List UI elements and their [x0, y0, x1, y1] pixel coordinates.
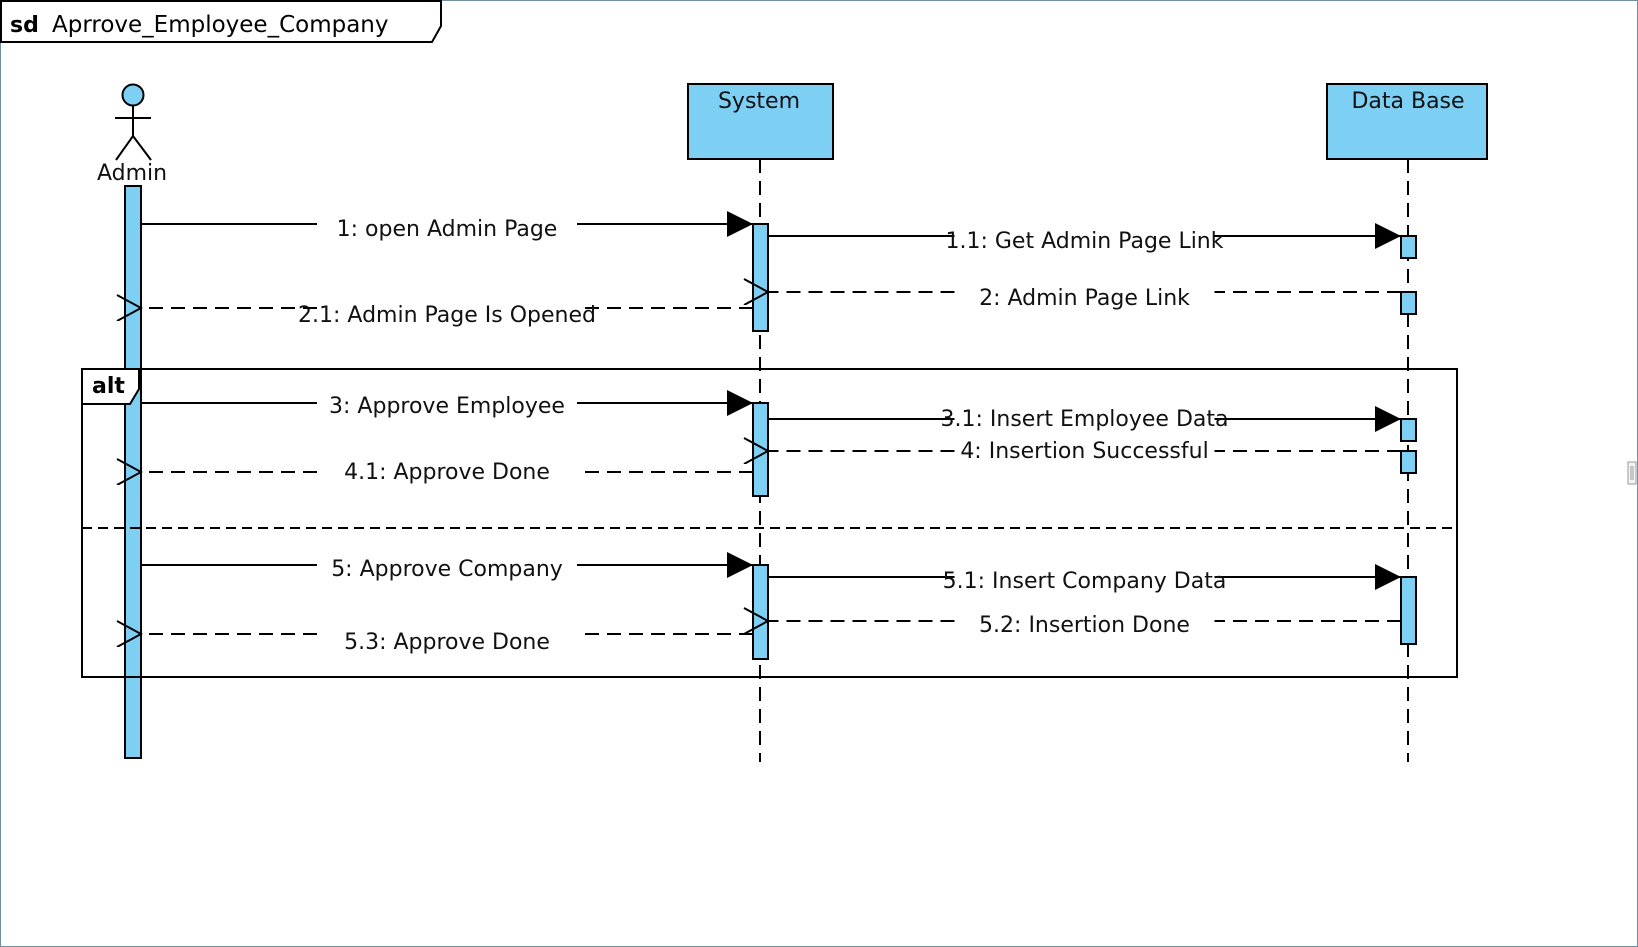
- activation-database-3: [1400, 418, 1417, 442]
- message-label: 4.1: Approve Done: [344, 460, 550, 485]
- activation-database-1: [1400, 235, 1417, 259]
- frame-tab: sd Aprrove_Employee_Company: [0, 0, 442, 43]
- message-label: 5.2: Insertion Done: [979, 613, 1190, 638]
- messages: 1: open Admin Page 1.1: Get Admin Page Li…: [141, 211, 1401, 655]
- actor-stick-figure-icon: [115, 83, 152, 161]
- lifeline-database[interactable]: Data Base: [1326, 83, 1488, 762]
- message-label: 5.3: Approve Done: [344, 630, 550, 655]
- message-call[interactable]: 1.1: Get Admin Page Link: [768, 223, 1401, 254]
- message-label: 1: open Admin Page: [337, 217, 558, 242]
- message-reply[interactable]: 2: Admin Page Link: [768, 286, 1401, 311]
- activation-system-2: [752, 402, 769, 497]
- message-reply[interactable]: 5.2: Insertion Done: [768, 613, 1401, 638]
- message-label: 2.1: Admin Page Is Opened: [298, 303, 596, 328]
- alt-fragment[interactable]: alt: [81, 368, 1458, 678]
- lifeline-admin[interactable]: Admin: [97, 83, 167, 759]
- alt-fragment-tab: [81, 368, 140, 405]
- message-reply[interactable]: 5.3: Approve Done: [141, 630, 753, 655]
- frame-keyword: sd: [10, 13, 39, 38]
- message-call[interactable]: 5.1: Insert Company Data: [768, 564, 1401, 594]
- message-call[interactable]: 5: Approve Company: [141, 552, 753, 582]
- message-call[interactable]: 3.1: Insert Employee Data: [768, 406, 1401, 432]
- alt-operator-label: alt: [92, 374, 125, 399]
- message-label: 2: Admin Page Link: [979, 286, 1190, 311]
- alt-fragment-border: [81, 368, 1458, 678]
- message-label: 5.1: Insert Company Data: [943, 569, 1227, 594]
- lifeline-head-system[interactable]: [687, 83, 834, 160]
- activation-system-1: [752, 223, 769, 332]
- lifeline-label-system: System: [718, 89, 800, 114]
- message-reply[interactable]: 4: Insertion Successful: [768, 439, 1401, 464]
- actor-label-admin: Admin: [97, 161, 167, 186]
- message-reply[interactable]: 2.1: Admin Page Is Opened: [141, 303, 753, 328]
- message-label: 1.1: Get Admin Page Link: [945, 229, 1223, 254]
- message-label: 3.1: Insert Employee Data: [941, 407, 1229, 432]
- resize-grip-icon[interactable]: [1627, 461, 1637, 485]
- message-label: 4: Insertion Successful: [960, 439, 1208, 464]
- activation-admin: [124, 185, 142, 759]
- message-label: 5: Approve Company: [331, 557, 563, 582]
- lifeline-system[interactable]: System: [687, 83, 834, 762]
- lifeline-label-database: Data Base: [1351, 89, 1464, 114]
- lifeline-head-database[interactable]: [1326, 83, 1488, 160]
- activation-database-2: [1400, 291, 1417, 315]
- message-label: 3: Approve Employee: [329, 394, 565, 419]
- activation-database-4: [1400, 450, 1417, 474]
- message-reply[interactable]: 4.1: Approve Done: [141, 460, 753, 485]
- message-call[interactable]: 1: open Admin Page: [141, 211, 753, 242]
- activation-database-5: [1400, 576, 1417, 645]
- activation-system-3: [752, 564, 769, 660]
- message-call[interactable]: 3: Approve Employee: [141, 390, 753, 419]
- frame-title: Aprrove_Employee_Company: [52, 12, 389, 38]
